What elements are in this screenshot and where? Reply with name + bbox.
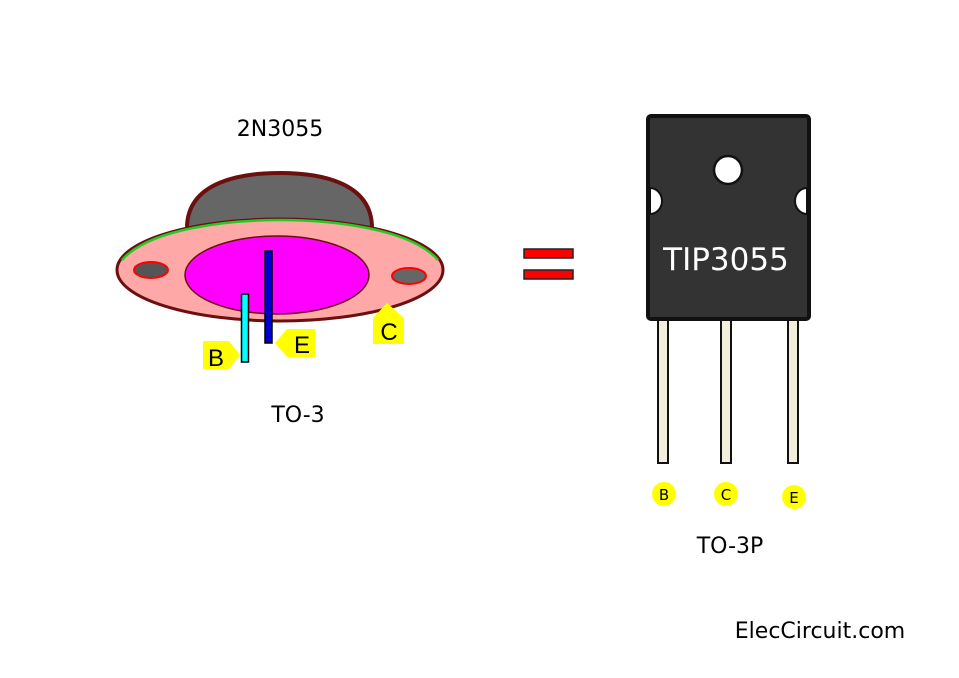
to3-cap: [184, 170, 375, 230]
to3-pin-emitter: [264, 250, 273, 344]
to3-mounting-hole-left: [133, 261, 169, 279]
to3p-mounting-hole: [712, 154, 744, 186]
to3p-label-e-text: E: [789, 489, 798, 507]
to3p-part-name: TIP3055: [662, 242, 789, 278]
to3-label-e: E: [275, 329, 315, 359]
to3-base-disc: [184, 235, 370, 315]
to3-label-e-text: E: [294, 332, 310, 359]
to3-label-b-text: B: [208, 345, 224, 372]
to3p-lead-collector: [720, 317, 732, 464]
to3p-label-c-text: C: [721, 486, 731, 504]
to3p-label-e: E: [782, 485, 806, 509]
to3-package: 2N3055 B E C TO-3: [115, 117, 445, 428]
to3p-body: [646, 114, 811, 321]
to3-pin-base: [240, 293, 250, 363]
to3-label-b: B: [203, 341, 240, 372]
to3-part-title: 2N3055: [237, 117, 323, 142]
to3-label-c-text: C: [380, 319, 397, 346]
site-watermark: ElecCircuit.com: [735, 619, 905, 644]
to3-package-label: TO-3: [270, 403, 324, 428]
to3-label-c: C: [373, 303, 404, 346]
to3p-label-b-text: B: [659, 486, 669, 504]
to3p-side-notch-right: [794, 186, 808, 216]
to3p-label-b: B: [652, 482, 676, 506]
to3p-lead-base: [657, 317, 669, 464]
to3p-package-label: TO-3P: [696, 534, 764, 559]
equals-icon: [523, 248, 574, 280]
to3-mounting-hole-right: [391, 267, 427, 285]
to3-flange-edge: [121, 218, 439, 261]
to3p-package: TIP3055 B C E TO-3P: [646, 114, 811, 559]
to3p-lead-emitter: [787, 317, 799, 464]
to3p-label-c: C: [714, 482, 738, 506]
to3p-side-notch-left: [649, 186, 663, 216]
